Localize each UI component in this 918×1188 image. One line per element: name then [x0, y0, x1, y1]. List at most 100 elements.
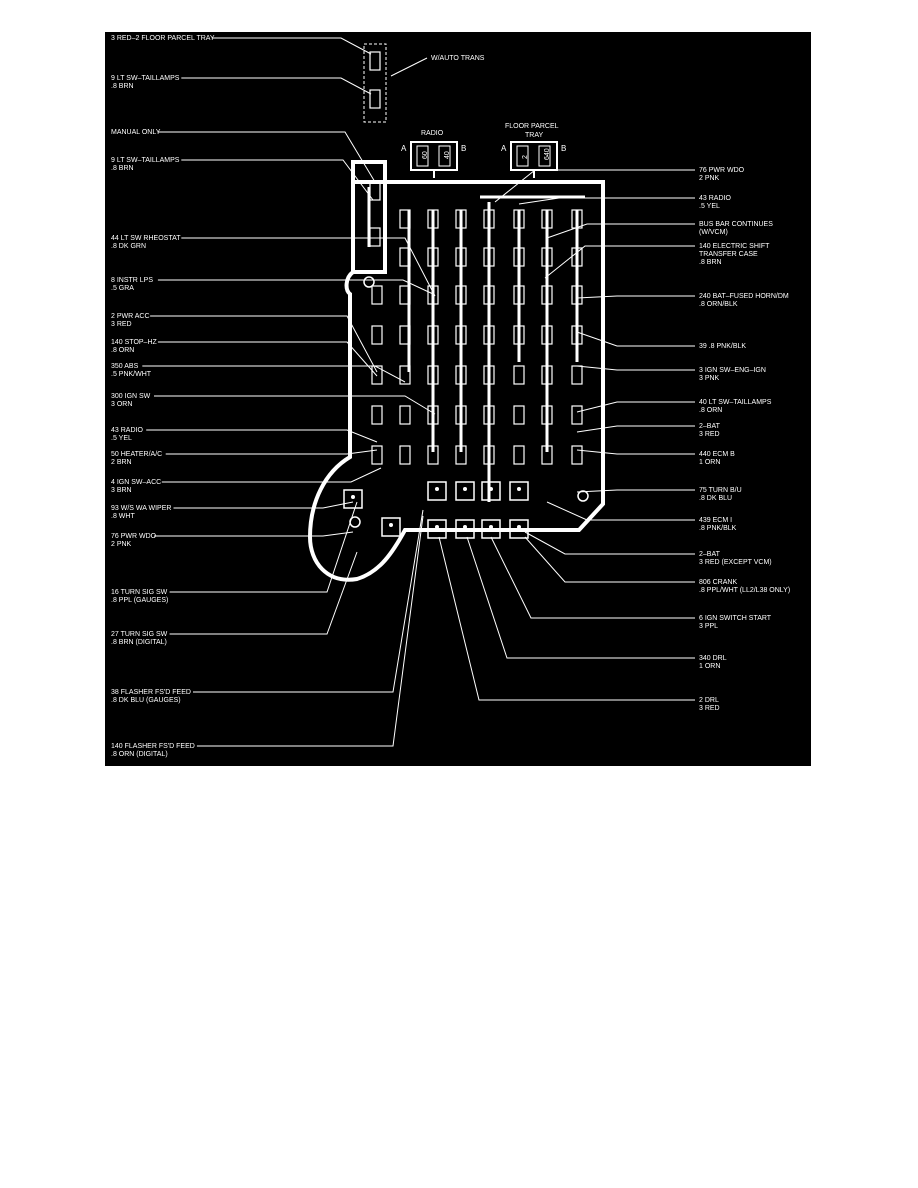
radio-fuse-b-number: 40	[444, 151, 451, 159]
fuse-cell	[399, 405, 411, 425]
fuse-cell	[427, 325, 439, 345]
mounting-hole	[363, 276, 375, 288]
left-leader-line	[169, 501, 358, 593]
fuse-cell	[483, 445, 495, 465]
manual-only-column	[351, 160, 387, 274]
left-leader-line	[169, 551, 358, 635]
connector-cell	[509, 481, 529, 501]
left-label-line1: 9 LT SW–TAILLAMPS	[111, 75, 180, 82]
left-leader-line	[150, 315, 378, 373]
right-leader-line	[576, 331, 695, 347]
fuse-cell	[455, 209, 467, 229]
left-label-line1: 93 W/S WA WIPER	[111, 505, 171, 512]
left-label-line1: 4 IGN SW–ACC	[111, 479, 161, 486]
left-label-line1: 350 ABS	[111, 363, 139, 370]
connector-cell	[481, 481, 501, 501]
fuse-cell	[483, 365, 495, 385]
connector-cell	[455, 481, 475, 501]
left-label-line2: .8 BRN	[111, 165, 134, 172]
fuse-cell	[483, 247, 495, 267]
connector-pin	[463, 487, 467, 491]
right-leader-line	[438, 536, 695, 701]
right-label-line2: 2 PNK	[699, 175, 720, 182]
left-label-line1: 9 LT SW–TAILLAMPS	[111, 157, 180, 164]
right-label-line1: 2 DRL	[699, 697, 719, 704]
right-label-line1: 340 DRL	[699, 655, 727, 662]
left-label-line2: .5 GRA	[111, 285, 134, 292]
left-leader-line	[173, 501, 354, 509]
left-label-line2: 3 ORN	[111, 401, 132, 408]
left-leader-line	[157, 341, 378, 377]
auto-trans-group	[363, 43, 387, 123]
connector-pin	[435, 525, 439, 529]
fuse-cell	[455, 247, 467, 267]
right-label-line1: 75 TURN B/U	[699, 487, 742, 494]
left-label-line1: 8 INSTR LPS	[111, 277, 153, 284]
connector-pin	[489, 487, 493, 491]
right-leader-line	[576, 449, 695, 455]
fuse-cell	[399, 445, 411, 465]
right-leader-line	[490, 536, 695, 619]
right-label-line1: 140 ELECTRIC SHIFT	[699, 243, 770, 250]
connector-cell	[427, 519, 447, 539]
fuse-cell	[399, 209, 411, 229]
connector-cell	[381, 517, 401, 537]
fuse-cell	[513, 285, 525, 305]
left-label-line1: 76 PWR WDO	[111, 533, 157, 540]
tray-a-label: A	[501, 144, 507, 153]
fuse-cell	[541, 365, 553, 385]
fuse-cell	[571, 405, 583, 425]
left-label-line1: 2 PWR ACC	[111, 313, 150, 320]
fuse-cell	[369, 89, 381, 109]
right-label-line1: 2–BAT	[699, 423, 721, 430]
left-label-line1: 43 RADIO	[111, 427, 143, 434]
right-label-line2: (W/VCM)	[699, 229, 728, 236]
fuse-cell	[571, 445, 583, 465]
fuse-cell	[371, 365, 383, 385]
right-label-line1: 76 PWR WDO	[699, 167, 745, 174]
radio-fuse-b	[438, 145, 451, 167]
tray-fuse-b	[538, 145, 551, 167]
right-leader-line	[524, 531, 695, 555]
right-label-line2: .8 ORN	[699, 407, 722, 414]
right-label-line1: 40 LT SW–TAILLAMPS	[699, 399, 772, 406]
right-label-line2: 3 RED (EXCEPT VCM)	[699, 559, 772, 566]
fuse-cell	[513, 209, 525, 229]
right-label-line2: 1 ORN	[699, 459, 720, 466]
right-leader-line	[576, 425, 695, 433]
right-label-line1: 3 IGN SW–ENG–IGN	[699, 367, 766, 374]
left-leader-line	[142, 365, 406, 383]
left-label-line2: .8 ORN (DIGITAL)	[111, 751, 168, 758]
fuse-grid	[343, 51, 583, 539]
left-leader-line	[154, 531, 354, 537]
right-label-line1: BUS BAR CONTINUES	[699, 221, 773, 228]
fuse-cell	[427, 285, 439, 305]
right-label-line2: .8 ORN/BLK	[699, 301, 738, 308]
connector-pin	[351, 495, 355, 499]
connector-pin	[389, 523, 393, 527]
connector-pin	[489, 525, 493, 529]
right-label-line2: 1 ORN	[699, 663, 720, 670]
fuse-cell	[513, 445, 525, 465]
fuse-cell	[399, 247, 411, 267]
right-label-line1: 43 RADIO	[699, 195, 731, 202]
right-leader-line	[576, 295, 695, 299]
fuse-cell	[541, 209, 553, 229]
fuse-cell	[483, 285, 495, 305]
right-leader-line	[576, 489, 695, 493]
right-label-line2: 3 RED	[699, 705, 720, 712]
fuse-cell	[427, 247, 439, 267]
tray-fuse-a-number: 2	[522, 155, 529, 159]
leader-lines	[142, 37, 695, 747]
left-leader-line	[165, 449, 378, 455]
right-label-line2: .5 YEL	[699, 203, 720, 210]
connector-cell	[427, 481, 447, 501]
tray-label-line2: TRAY	[525, 132, 543, 139]
fuse-cell	[513, 247, 525, 267]
fuse-cell	[455, 325, 467, 345]
fuse-cell	[571, 285, 583, 305]
right-label-line2: 3 PNK	[699, 375, 720, 382]
